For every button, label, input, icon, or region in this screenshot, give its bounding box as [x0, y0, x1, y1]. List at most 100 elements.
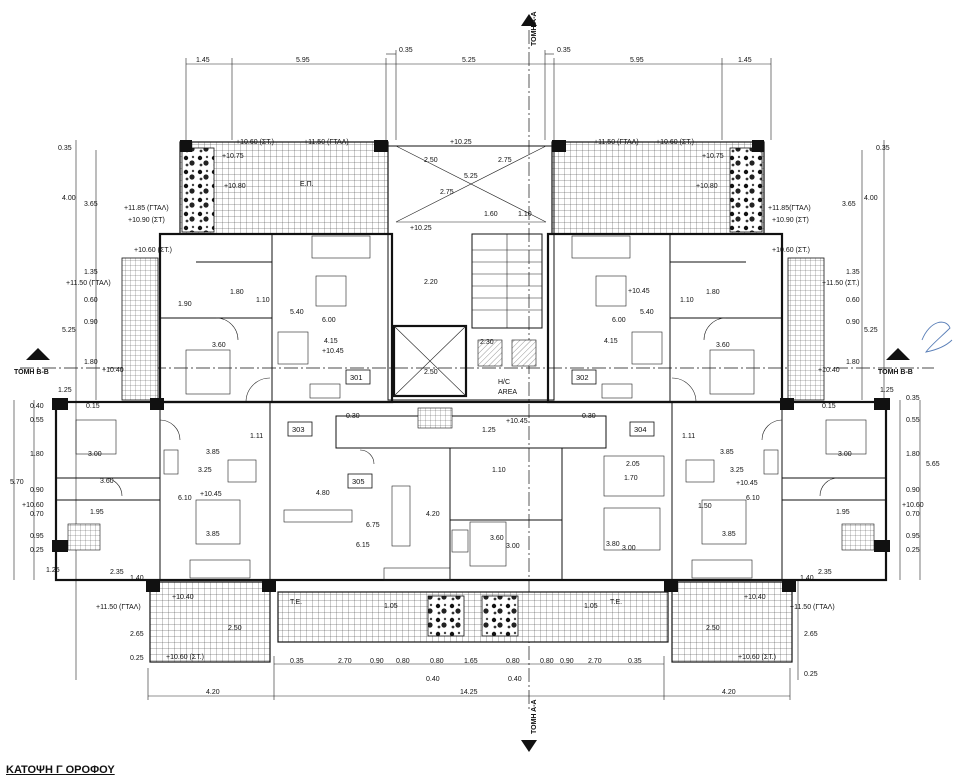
svg-text:1.45: 1.45 — [738, 57, 752, 64]
svg-text:+11.50 (ΓΤΑΛ): +11.50 (ΓΤΑΛ) — [594, 139, 639, 146]
wall-block — [664, 580, 678, 592]
svg-text:0.90: 0.90 — [370, 658, 384, 665]
planter-bottom — [481, 595, 519, 637]
svg-text:2.75: 2.75 — [498, 157, 512, 164]
left-dimension-chain: 0.35 4.00 3.65 1.35 5.25 0.60 0.90 1.80 … — [10, 140, 144, 680]
svg-text:5.65: 5.65 — [926, 461, 940, 468]
apartment-tag-301: 301 — [345, 369, 371, 385]
svg-text:4.20: 4.20 — [722, 689, 736, 696]
svg-text:+10.60 (ΣΤ.): +10.60 (ΣΤ.) — [134, 247, 172, 254]
svg-text:0.15: 0.15 — [822, 403, 836, 410]
balcony-bottom-left — [149, 581, 271, 663]
svg-text:2.50: 2.50 — [424, 369, 438, 376]
apt-303-interior — [56, 402, 271, 580]
label-te: T.E. — [290, 599, 302, 606]
svg-text:4.15: 4.15 — [324, 338, 338, 345]
svg-text:+10.90 (ΣΤ): +10.90 (ΣΤ) — [772, 217, 809, 224]
svg-text:2.30: 2.30 — [480, 339, 494, 346]
svg-text:ΤΟΜΗ Β-Β: ΤΟΜΗ Β-Β — [878, 369, 913, 376]
svg-text:0.25: 0.25 — [804, 671, 818, 678]
svg-text:+10.75: +10.75 — [222, 153, 244, 160]
svg-text:0.35: 0.35 — [290, 658, 304, 665]
svg-text:303: 303 — [292, 425, 305, 434]
apt-305-interior — [283, 448, 665, 581]
svg-text:6.75: 6.75 — [366, 522, 380, 529]
svg-text:2.50: 2.50 — [228, 625, 242, 632]
svg-text:5.25: 5.25 — [464, 173, 478, 180]
svg-text:1.45: 1.45 — [196, 57, 210, 64]
svg-text:4.15: 4.15 — [604, 338, 618, 345]
svg-text:0.35: 0.35 — [628, 658, 642, 665]
central-core — [335, 145, 607, 449]
svg-text:1.25: 1.25 — [482, 427, 496, 434]
svg-text:+10.80: +10.80 — [696, 183, 718, 190]
level-annotations: +10.60 (ΣΤ.) +11.50 (ΓΤΑΛ) +10.25 +11.50… — [22, 139, 924, 661]
svg-text:1.35: 1.35 — [84, 269, 98, 276]
svg-text:1.95: 1.95 — [836, 509, 850, 516]
svg-text:0.35: 0.35 — [399, 47, 413, 54]
label-ep: Ε.Π. — [300, 181, 314, 188]
svg-text:0.25: 0.25 — [906, 547, 920, 554]
svg-text:1.95: 1.95 — [90, 509, 104, 516]
svg-text:0.80: 0.80 — [430, 658, 444, 665]
svg-text:1.80: 1.80 — [30, 451, 44, 458]
svg-text:2.05: 2.05 — [626, 461, 640, 468]
svg-text:0.40: 0.40 — [508, 676, 522, 683]
svg-text:+10.60: +10.60 — [902, 502, 924, 509]
section-marker-aa-bottom: ΤΟΜΗ Α-Α — [521, 699, 538, 752]
svg-text:0.70: 0.70 — [906, 511, 920, 518]
svg-text:1.25: 1.25 — [880, 387, 894, 394]
svg-text:5.25: 5.25 — [62, 327, 76, 334]
svg-text:0.25: 0.25 — [130, 655, 144, 662]
svg-text:0.80: 0.80 — [540, 658, 554, 665]
room-dimensions: 6.00 5.40 4.15 3.60 1.80 1.10 6.00 5.40 … — [86, 157, 852, 632]
svg-text:1.10: 1.10 — [492, 467, 506, 474]
wall-block — [180, 140, 192, 152]
svg-text:6.15: 6.15 — [356, 542, 370, 549]
apartment-tag-305: 305 — [347, 473, 373, 489]
svg-text:3.25: 3.25 — [198, 467, 212, 474]
planter-bottom — [427, 595, 465, 637]
svg-text:2.65: 2.65 — [804, 631, 818, 638]
svg-text:0.90: 0.90 — [906, 487, 920, 494]
svg-text:2.35: 2.35 — [110, 569, 124, 576]
svg-text:+10.90 (ΣΤ): +10.90 (ΣΤ) — [128, 217, 165, 224]
svg-text:305: 305 — [352, 477, 365, 486]
wall-block — [874, 540, 890, 552]
wall-block — [262, 580, 276, 592]
svg-text:ΤΟΜΗ Α-Α: ΤΟΜΗ Α-Α — [531, 11, 538, 46]
svg-text:+10.45: +10.45 — [736, 480, 758, 487]
svg-text:1.11: 1.11 — [682, 433, 695, 440]
svg-text:6.10: 6.10 — [746, 495, 760, 502]
svg-text:5.25: 5.25 — [462, 57, 476, 64]
svg-text:0.95: 0.95 — [30, 533, 44, 540]
svg-text:2.50: 2.50 — [424, 157, 438, 164]
svg-text:3.00: 3.00 — [88, 451, 102, 458]
svg-text:6.00: 6.00 — [322, 317, 336, 324]
svg-text:+10.45: +10.45 — [628, 288, 650, 295]
svg-text:4.00: 4.00 — [62, 195, 76, 202]
apt-304-interior — [671, 402, 886, 580]
svg-text:1.25: 1.25 — [58, 387, 72, 394]
wall-block — [552, 140, 566, 152]
section-marker-aa-top: ΤΟΜΗ Α-Α — [521, 11, 538, 46]
svg-text:0.15: 0.15 — [86, 403, 100, 410]
svg-text:1.25: 1.25 — [46, 567, 60, 574]
svg-text:1.80: 1.80 — [706, 289, 720, 296]
svg-text:5.40: 5.40 — [290, 309, 304, 316]
svg-text:3.85: 3.85 — [722, 531, 736, 538]
svg-text:3.00: 3.00 — [506, 543, 520, 550]
svg-text:+11.50 (ΣΤ.): +11.50 (ΣΤ.) — [822, 280, 859, 287]
wall-block — [52, 540, 68, 552]
drawing-title: ΚΑΤΟΨΗ Γ ΟΡΟΦΟΥ — [6, 764, 115, 776]
svg-text:1.80: 1.80 — [230, 289, 244, 296]
svg-text:0.90: 0.90 — [84, 319, 98, 326]
svg-text:+10.40: +10.40 — [744, 594, 766, 601]
svg-text:5.40: 5.40 — [640, 309, 654, 316]
svg-text:1.05: 1.05 — [584, 603, 598, 610]
right-dimension-chain: 0.35 4.00 3.65 1.35 5.25 0.60 0.90 1.80 … — [797, 140, 940, 680]
apartment-tag-304: 304 — [629, 421, 655, 437]
svg-text:+10.25: +10.25 — [450, 139, 472, 146]
svg-text:0.80: 0.80 — [506, 658, 520, 665]
